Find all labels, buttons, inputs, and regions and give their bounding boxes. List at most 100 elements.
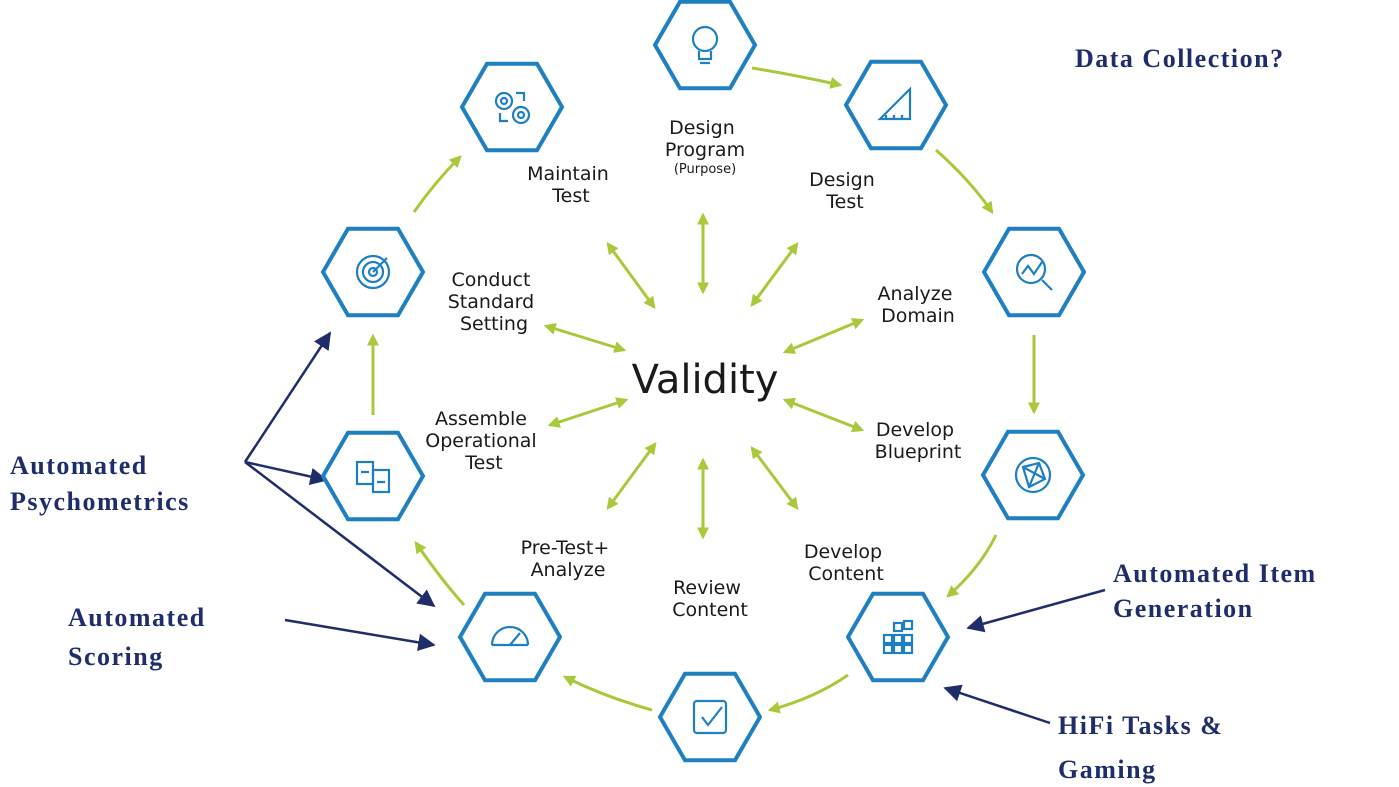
develop-content-line-2: Content [808, 563, 884, 585]
automated-psychometrics-note: Automated Psychometrics [10, 451, 190, 516]
develop-content-hexagon [845, 591, 951, 683]
automated-item-generation-note: Automated Item Generation [1113, 559, 1325, 623]
hexagon-shape [652, 0, 758, 91]
scoring-line-2: Scoring [68, 642, 164, 671]
maintain-line-2: Test [551, 185, 589, 207]
documents-swap-icon-part [371, 468, 391, 494]
gears-icon-part [516, 91, 526, 101]
design-test-label: Design Test [809, 169, 881, 213]
annotations: Data Collection? Automated Psychometrics… [10, 44, 1325, 784]
analyze-domain-hexagon [981, 226, 1087, 318]
design-test-hexagon [843, 59, 949, 151]
psychometrics-line-2: Psychometrics [10, 487, 190, 516]
item-generation-line-2: Generation [1113, 594, 1254, 623]
scoring-line-1: Automated [68, 603, 206, 632]
gears-icon-part [494, 91, 514, 111]
psychometrics-to-pretest-arrow [244, 461, 436, 608]
design-test-line-1: Design [809, 169, 875, 191]
network-globe-icon-part [1027, 462, 1041, 488]
hifi-to-content-arrow [943, 684, 1051, 725]
lightbulb-icon-part [697, 51, 713, 61]
hexagon-shape [845, 591, 951, 683]
cycle-arrow-content-to-review [767, 673, 849, 714]
validity-label: Validity [632, 357, 779, 403]
spoke-analyze-domain [782, 318, 865, 354]
analyze-domain-line-2: Domain [881, 305, 955, 327]
target-icon-part [372, 257, 388, 273]
item-generation-to-content-arrow [966, 588, 1106, 633]
gauge-icon-part [509, 632, 521, 646]
design-program-line-1: Design [669, 117, 735, 139]
spoke-pretest [606, 442, 657, 510]
review-content-line-1: Review [673, 577, 741, 599]
spoke-design-test [750, 242, 799, 307]
documents-swap-icon [355, 460, 391, 494]
setting-line-1: Conduct [452, 269, 531, 291]
spoke-develop-blueprint [782, 397, 865, 433]
checkbox-icon-part [692, 699, 728, 735]
design-program-line-2: Program [665, 139, 745, 161]
analyze-domain-label: Analyze Domain [878, 283, 959, 327]
blocks-icon-part [902, 619, 914, 631]
blocks-icon-part [892, 643, 904, 655]
develop-blueprint-line-1: Develop [876, 419, 954, 441]
analyze-domain-line-1: Analyze [878, 283, 953, 305]
item-generation-line-1: Automated Item [1113, 559, 1317, 588]
hexagon-shape [843, 59, 949, 151]
cycle-arrow-design-to-analyze [935, 148, 994, 214]
psychometrics-to-setting-arrow [243, 331, 332, 463]
hexagon-shape [457, 591, 563, 683]
cycle-arrow-program-to-design [751, 66, 843, 89]
assemble-test-hexagon [320, 430, 426, 522]
network-globe-icon [1014, 456, 1052, 494]
spoke-develop-content [750, 446, 799, 510]
step-labels: Design Program (Purpose) Design Test Ana… [425, 117, 961, 621]
ruler-triangle-icon [877, 86, 912, 121]
target-icon-part [355, 254, 391, 290]
psychometrics-line-1: Automated [10, 451, 148, 480]
review-content-line-2: Content [672, 599, 748, 621]
design-program-hexagon [652, 0, 758, 91]
annotation-arrows [243, 331, 1106, 725]
pretest-analyze-label: Pre-Test+ Analyze [521, 537, 616, 581]
hexagon-shape [657, 671, 763, 763]
spoke-maintain [606, 242, 656, 309]
data-collection-note: Data Collection? [1075, 44, 1285, 73]
develop-content-label: Develop Content [804, 541, 888, 585]
assemble-line-3: Test [464, 452, 502, 474]
blocks-icon-part [882, 643, 894, 655]
hexagon-shape [981, 226, 1087, 318]
design-test-line-2: Test [825, 191, 863, 213]
gears-icon-part [516, 110, 526, 120]
gears-icon [494, 91, 531, 125]
develop-content-line-1: Develop [804, 541, 882, 563]
gauge-icon-part [490, 625, 530, 646]
blocks-icon-part [902, 633, 914, 645]
design-program-label: Design Program [665, 117, 745, 161]
network-globe-icon-part [1014, 456, 1052, 494]
assemble-test-label: Assemble Operational Test [425, 408, 543, 474]
maintain-line-1: Maintain [527, 163, 609, 185]
cycle-arrow-review-to-pretest [562, 675, 653, 712]
cycle-arrow-pretest-to-assemble [414, 541, 466, 606]
standard-setting-hexagon [320, 226, 426, 318]
review-content-hexagon [657, 671, 763, 763]
pretest-analyze-hexagon [457, 591, 563, 683]
gauge-icon [490, 625, 530, 647]
lightbulb-icon-part [691, 25, 719, 53]
maintain-test-hexagon [459, 61, 565, 153]
gears-icon-part [498, 113, 508, 123]
automated-scoring-note: Automated Scoring [68, 603, 214, 671]
magnify-chart-icon [1015, 253, 1053, 291]
magnify-chart-icon-part [1021, 261, 1043, 276]
psychometrics-to-assemble-arrow [244, 460, 328, 486]
assemble-line-1: Assemble [435, 408, 527, 430]
assemble-line-2: Operational [425, 430, 536, 452]
lightbulb-icon [691, 25, 719, 65]
checkbox-icon-part [701, 706, 723, 727]
setting-line-2: Standard [448, 291, 534, 313]
cycle-arrow-setting-to-maintain [412, 155, 462, 213]
spoke-assemble [547, 397, 629, 428]
scoring-to-pretest-arrow [284, 618, 436, 652]
pretest-line-2: Analyze [531, 559, 606, 581]
